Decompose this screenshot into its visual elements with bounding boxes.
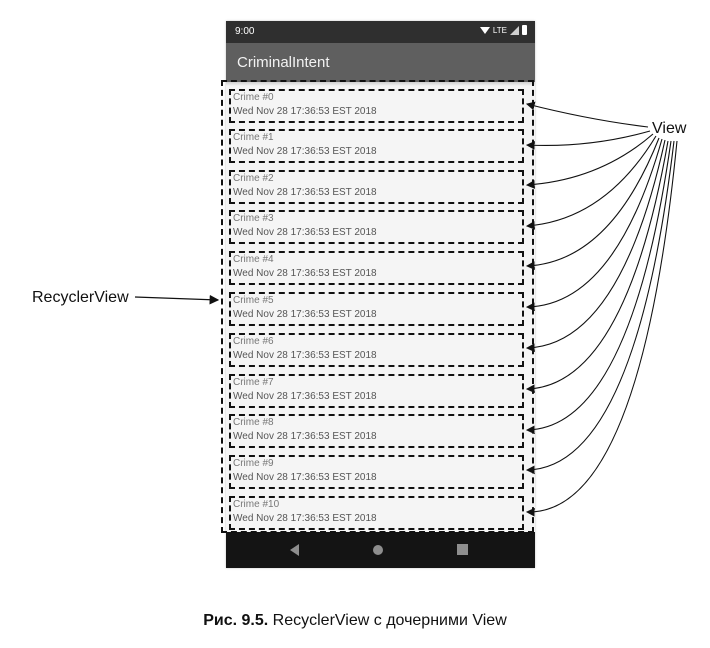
crime-list-item[interactable]: Crime #2 Wed Nov 28 17:36:53 EST 2018	[229, 170, 524, 204]
view-arrow-5	[525, 138, 663, 312]
view-arrow-4	[525, 137, 660, 271]
phone-screen: 9:00 LTE CriminalIntent	[226, 21, 535, 568]
crime-list-item[interactable]: Crime #3 Wed Nov 28 17:36:53 EST 2018	[229, 210, 524, 244]
status-time: 9:00	[235, 26, 255, 37]
crime-title: Crime #0	[233, 92, 274, 103]
app-bar-shadow	[226, 82, 535, 86]
recycler-view-arrow	[134, 294, 220, 305]
crime-list-item[interactable]: Crime #8 Wed Nov 28 17:36:53 EST 2018	[229, 414, 524, 448]
network-type: LTE	[492, 25, 507, 35]
crime-date: Wed Nov 28 17:36:53 EST 2018	[233, 472, 377, 483]
view-arrow-10	[525, 140, 678, 517]
crime-list-item[interactable]: Crime #10 Wed Nov 28 17:36:53 EST 2018	[229, 496, 524, 530]
view-arrow-6	[525, 139, 666, 353]
view-label: View	[652, 120, 687, 137]
caption-text: RecyclerView с дочерними View	[272, 612, 507, 629]
crime-list-item[interactable]: Crime #6 Wed Nov 28 17:36:53 EST 2018	[229, 333, 524, 367]
view-arrow-9	[525, 140, 675, 475]
crime-date: Wed Nov 28 17:36:53 EST 2018	[233, 350, 377, 361]
view-arrow-0	[525, 101, 649, 128]
crime-title: Crime #8	[233, 417, 274, 428]
crime-list-item[interactable]: Crime #5 Wed Nov 28 17:36:53 EST 2018	[229, 292, 524, 326]
view-arrow-3	[525, 135, 657, 230]
view-arrow-7	[525, 140, 669, 394]
view-arrow-8	[525, 140, 672, 435]
back-icon[interactable]	[290, 544, 299, 556]
home-icon[interactable]	[373, 545, 383, 555]
crime-date: Wed Nov 28 17:36:53 EST 2018	[233, 309, 377, 320]
status-icons: LTE	[479, 25, 527, 35]
crime-date: Wed Nov 28 17:36:53 EST 2018	[233, 513, 377, 524]
view-arrow-1	[525, 130, 651, 150]
crime-title: Crime #2	[233, 173, 274, 184]
crime-title: Crime #9	[233, 458, 274, 469]
navigation-bar	[226, 532, 535, 568]
crime-list-item[interactable]: Crime #7 Wed Nov 28 17:36:53 EST 2018	[229, 374, 524, 408]
crime-list-item[interactable]: Crime #4 Wed Nov 28 17:36:53 EST 2018	[229, 251, 524, 285]
wifi-icon	[479, 26, 490, 34]
crime-date: Wed Nov 28 17:36:53 EST 2018	[233, 106, 377, 117]
app-bar-title: CriminalIntent	[226, 43, 535, 82]
recycler-view-label: RecyclerView	[32, 289, 129, 306]
crime-date: Wed Nov 28 17:36:53 EST 2018	[233, 268, 377, 279]
crime-date: Wed Nov 28 17:36:53 EST 2018	[233, 146, 377, 157]
status-bar: 9:00 LTE	[226, 21, 535, 43]
signal-icon	[510, 25, 519, 35]
crime-title: Crime #5	[233, 295, 274, 306]
crime-title: Crime #6	[233, 336, 274, 347]
crime-date: Wed Nov 28 17:36:53 EST 2018	[233, 431, 377, 442]
figure-caption: Рис. 9.5. RecyclerView с дочерними View	[0, 612, 710, 630]
crime-list-item[interactable]: Crime #0 Wed Nov 28 17:36:53 EST 2018	[229, 89, 524, 123]
crime-date: Wed Nov 28 17:36:53 EST 2018	[233, 391, 377, 402]
crime-list-item[interactable]: Crime #9 Wed Nov 28 17:36:53 EST 2018	[229, 455, 524, 489]
caption-prefix: Рис. 9.5.	[203, 612, 269, 629]
crime-title: Crime #3	[233, 213, 274, 224]
crime-title: Crime #7	[233, 377, 274, 388]
crime-title: Crime #4	[233, 254, 274, 265]
battery-icon	[522, 25, 527, 35]
view-arrow-2	[525, 133, 654, 189]
crime-title: Crime #10	[233, 499, 280, 510]
crime-date: Wed Nov 28 17:36:53 EST 2018	[233, 227, 377, 238]
crime-title: Crime #1	[233, 132, 274, 143]
crime-date: Wed Nov 28 17:36:53 EST 2018	[233, 187, 377, 198]
recents-icon[interactable]	[457, 544, 468, 555]
crime-list-item[interactable]: Crime #1 Wed Nov 28 17:36:53 EST 2018	[229, 129, 524, 163]
